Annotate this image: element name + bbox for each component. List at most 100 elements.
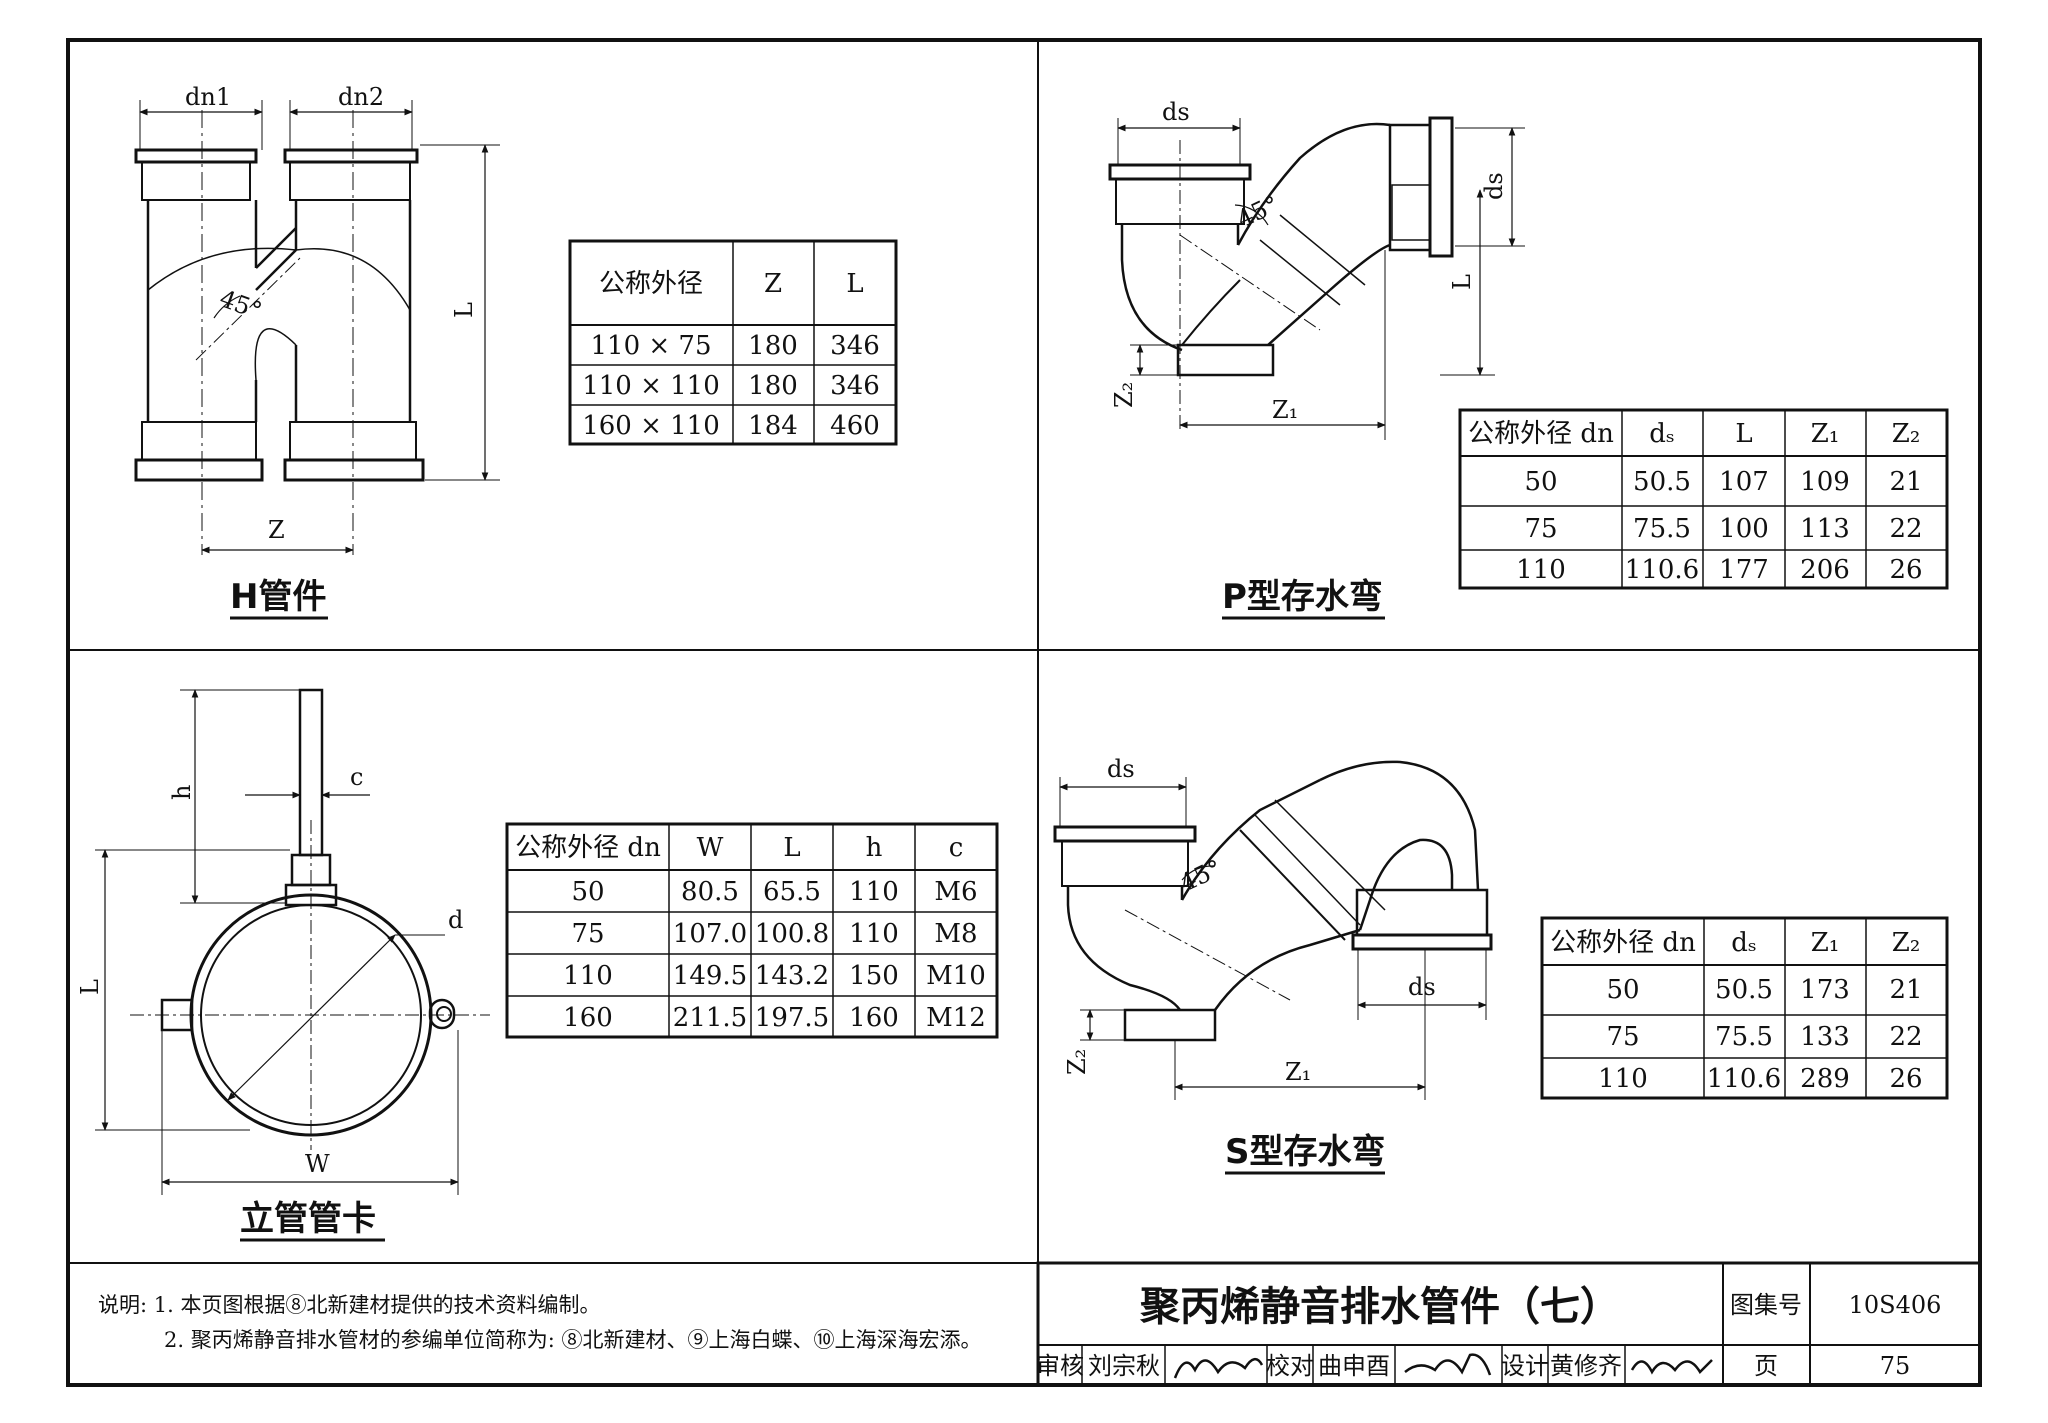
clamp-table-cell: 143.2 — [755, 961, 829, 991]
clamp-dim-h: h — [168, 785, 196, 800]
s-dim-angle: 45° — [1176, 854, 1226, 897]
p-table-cell: 107 — [1719, 467, 1769, 497]
clamp-dim-W: W — [305, 1150, 330, 1178]
checker-name: 曲申酉 — [1318, 1352, 1390, 1380]
clamp-table-cell: 150 — [849, 961, 899, 991]
p-table-cell: 26 — [1889, 555, 1922, 585]
s-table-cell: 173 — [1800, 975, 1850, 1005]
p-dim-Z2: Z₂ — [1110, 382, 1138, 408]
clamp-dim-L: L — [76, 979, 104, 995]
p-dim-angle: 45° — [1233, 190, 1283, 233]
h-dim-dn2: dn2 — [338, 83, 384, 111]
atlas-number: 10S406 — [1849, 1291, 1942, 1319]
s-table-cell: 21 — [1889, 975, 1922, 1005]
clamp-table-cell: 211.5 — [673, 1003, 747, 1033]
reviewer-signature — [1173, 1358, 1264, 1379]
p-table-cell: 100 — [1719, 514, 1769, 544]
designer-signature — [1630, 1359, 1713, 1375]
clamp-table-cell: 50 — [571, 877, 604, 907]
h-dim-angle: 45° — [216, 284, 266, 325]
check-label: 校对 — [1266, 1352, 1314, 1380]
clamp-table — [505, 822, 999, 1039]
h-table-header: L — [846, 269, 863, 299]
clamp-table-header: L — [783, 833, 800, 863]
h-table-cell: 346 — [830, 371, 880, 401]
p-table-cell: 177 — [1719, 555, 1769, 585]
s-dim-Z2: Z₂ — [1063, 1049, 1091, 1075]
p-table-header: Z₂ — [1892, 419, 1921, 449]
h-dim-Z: Z — [268, 516, 285, 544]
s-table-header: dₛ — [1731, 928, 1756, 958]
p-table-cell: 75 — [1524, 514, 1557, 544]
s-table-cell: 50.5 — [1715, 975, 1773, 1005]
s-table-cell: 75.5 — [1715, 1022, 1773, 1052]
s-table-cell: 110 — [1598, 1064, 1648, 1094]
h-dim-L: L — [450, 302, 478, 318]
review-label: 审核 — [1036, 1352, 1084, 1380]
p-table-cell: 113 — [1800, 514, 1850, 544]
clamp-table-cell: 80.5 — [681, 877, 739, 907]
p-table-cell: 75.5 — [1633, 514, 1691, 544]
clamp-table-cell: M6 — [934, 877, 977, 907]
clamp-table-cell: 160 — [563, 1003, 613, 1033]
s-dim-ds: ds — [1107, 755, 1135, 783]
note-line-1: 说明: 1. 本页图根据⑧北新建材提供的技术资料编制。 — [98, 1293, 600, 1317]
s-dim-Z1: Z₁ — [1285, 1058, 1311, 1086]
clamp-table-cell: M8 — [934, 919, 977, 949]
p-dim-ds-side: ds — [1480, 172, 1508, 200]
s-table — [1540, 916, 1949, 1100]
s-table-cell: 133 — [1800, 1022, 1850, 1052]
sheet-border — [66, 38, 1982, 1387]
h-fitting-drawing — [134, 100, 500, 555]
clamp-table-cell: M10 — [926, 961, 986, 991]
clamp-table-header: h — [866, 833, 883, 863]
h-table-cell: 110 × 75 — [590, 331, 711, 361]
p-table-cell: 50.5 — [1633, 467, 1691, 497]
design-label: 设计 — [1501, 1352, 1549, 1380]
clamp-table-cell: 110 — [563, 961, 613, 991]
designer-name: 黄修齐 — [1550, 1352, 1622, 1380]
reviewer-name: 刘宗秋 — [1088, 1352, 1160, 1380]
h-table — [568, 239, 898, 446]
s-table-header: Z₂ — [1892, 928, 1921, 958]
clamp-dim-d: d — [448, 906, 463, 934]
clamp-table-header: 公称外径 dn — [515, 833, 661, 863]
p-table-header: dₛ — [1649, 419, 1674, 449]
clamp-table-cell: 100.8 — [755, 919, 829, 949]
p-trap-caption: P型存水弯 — [1222, 577, 1383, 617]
p-table-header: L — [1735, 419, 1752, 449]
h-table-cell: 160 × 110 — [582, 411, 720, 441]
s-table-cell: 26 — [1889, 1064, 1922, 1094]
h-table-cell: 346 — [830, 331, 880, 361]
s-trap-caption: S型存水弯 — [1225, 1132, 1386, 1172]
p-table-cell: 22 — [1889, 514, 1922, 544]
p-dim-L: L — [1448, 274, 1476, 290]
atlas-label: 图集号 — [1730, 1291, 1802, 1319]
p-table-header: Z₁ — [1811, 419, 1840, 449]
clamp-table-cell: 107.0 — [673, 919, 747, 949]
p-table-cell: 206 — [1800, 555, 1850, 585]
p-table-cell: 50 — [1524, 467, 1557, 497]
h-table-cell: 460 — [830, 411, 880, 441]
clamp-dim-c: c — [350, 763, 363, 791]
p-dim-ds: ds — [1162, 98, 1190, 126]
title-block — [1036, 1261, 1982, 1387]
s-table-cell: 22 — [1889, 1022, 1922, 1052]
p-dim-Z1: Z₁ — [1272, 396, 1298, 424]
note-line-2: 2. 聚丙烯静音排水管材的参编单位简称为: ⑧北新建材、⑨上海白蝶、⑩上海深海宏… — [164, 1328, 981, 1352]
sheet-title: 聚丙烯静音排水管件（七） — [1139, 1284, 1620, 1330]
clamp-table-cell: 75 — [571, 919, 604, 949]
checker-signature — [1404, 1353, 1492, 1376]
s-table-cell: 75 — [1606, 1022, 1639, 1052]
h-dim-dn1: dn1 — [185, 83, 231, 111]
s-table-cell: 50 — [1606, 975, 1639, 1005]
p-table-cell: 110 — [1516, 555, 1566, 585]
clamp-table-cell: 65.5 — [763, 877, 821, 907]
p-table-cell: 21 — [1889, 467, 1922, 497]
clamp-table-cell: 160 — [849, 1003, 899, 1033]
clamp-table-cell: 149.5 — [673, 961, 747, 991]
p-table-cell: 110.6 — [1625, 555, 1699, 585]
h-table-cell: 110 × 110 — [582, 371, 720, 401]
clamp-table-cell: 110 — [849, 877, 899, 907]
